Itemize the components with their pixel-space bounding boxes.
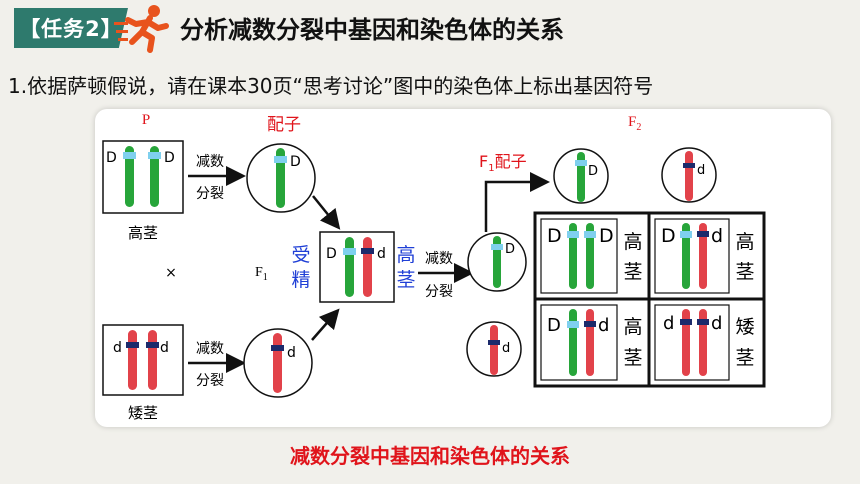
- svg-text:高: 高: [735, 231, 754, 253]
- svg-text:精: 精: [291, 269, 310, 291]
- svg-text:d: d: [377, 246, 386, 262]
- parent-tall-box: [102, 140, 184, 214]
- svg-text:d: d: [160, 340, 169, 356]
- svg-text:高: 高: [623, 231, 642, 253]
- svg-text:分裂: 分裂: [196, 186, 224, 202]
- svg-text:d: d: [663, 313, 674, 334]
- svg-text:D: D: [599, 225, 614, 247]
- f2-label: F2: [628, 114, 641, 133]
- p-label: P: [142, 112, 150, 128]
- page-title: 分析减数分裂中基因和染色体的关系: [180, 16, 564, 44]
- svg-text:茎: 茎: [735, 261, 754, 283]
- svg-text:减数: 减数: [425, 251, 453, 267]
- svg-text:D: D: [547, 315, 561, 336]
- f1-box: [319, 231, 395, 303]
- svg-text:受: 受: [291, 244, 310, 266]
- parent-tall-chromosomes: [123, 146, 161, 207]
- parent-dwarf-box: [102, 324, 184, 396]
- svg-text:茎: 茎: [623, 347, 642, 369]
- cross-symbol: ×: [165, 265, 177, 281]
- svg-text:分裂: 分裂: [196, 373, 224, 389]
- svg-text:高: 高: [623, 316, 642, 338]
- svg-text:D: D: [505, 242, 515, 257]
- svg-text:茎: 茎: [396, 269, 415, 291]
- task-tag: 【任务2】: [14, 8, 128, 48]
- f1-label: F1: [255, 265, 268, 283]
- svg-text:d: d: [287, 345, 296, 361]
- parent-dwarf-chromosomes: [126, 330, 159, 390]
- tall-label: 高茎: [128, 224, 158, 242]
- footer-caption: 减数分裂中基因和染色体的关系: [290, 444, 570, 468]
- svg-text:分裂: 分裂: [425, 284, 453, 300]
- svg-text:d: d: [697, 163, 705, 178]
- svg-text:d: d: [711, 225, 723, 247]
- svg-text:高: 高: [396, 244, 415, 266]
- dwarf-label: 矮茎: [128, 404, 158, 422]
- svg-text:D: D: [588, 164, 598, 179]
- svg-text:D: D: [547, 225, 562, 247]
- runner-icon: [114, 5, 169, 53]
- instruction-text: 1.依据萨顿假说，请在课本30页“思考讨论”图中的染色体上标出基因符号: [8, 74, 654, 98]
- svg-text:矮: 矮: [735, 316, 754, 338]
- f1-gamete-label: F1配子: [479, 152, 527, 174]
- svg-text:d: d: [711, 313, 722, 334]
- svg-text:d: d: [598, 315, 609, 336]
- svg-text:减数: 减数: [196, 341, 224, 357]
- svg-text:减数: 减数: [196, 154, 224, 170]
- gamete-label: 配子: [267, 115, 301, 135]
- svg-text:D: D: [164, 150, 175, 166]
- svg-text:d: d: [502, 341, 510, 356]
- header: 【任务2】 分析减数分裂中基因和染色体的关系: [0, 0, 860, 58]
- svg-text:D: D: [106, 150, 117, 166]
- svg-text:D: D: [326, 246, 337, 262]
- svg-text:d: d: [113, 340, 122, 356]
- svg-text:D: D: [290, 154, 301, 170]
- svg-text:D: D: [661, 225, 676, 247]
- svg-text:茎: 茎: [735, 347, 754, 369]
- svg-text:茎: 茎: [623, 261, 642, 283]
